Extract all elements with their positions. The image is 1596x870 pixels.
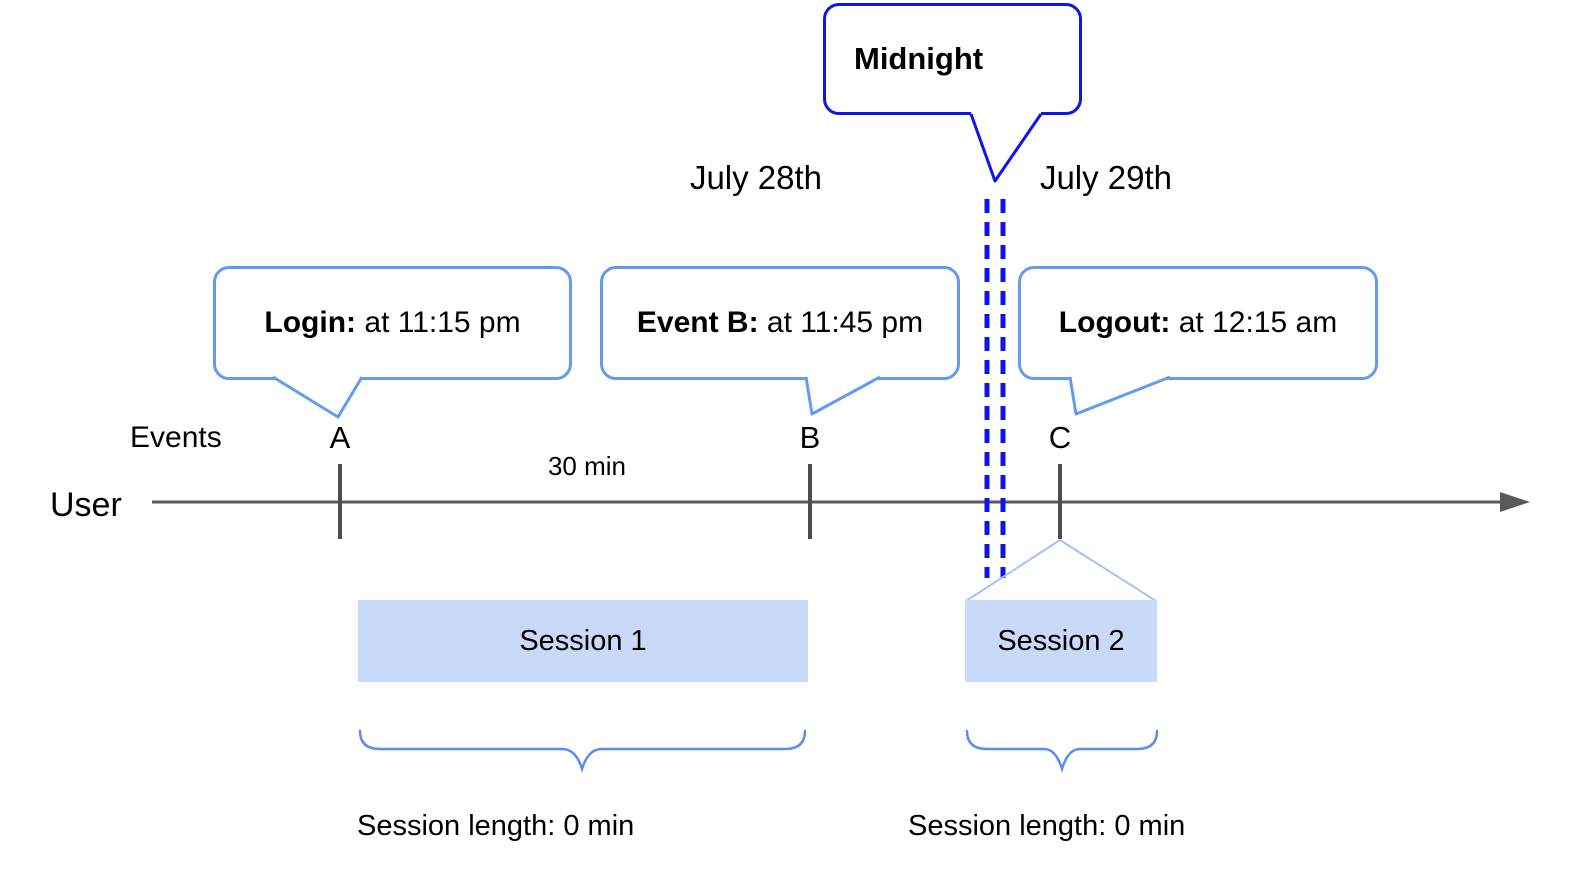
session2-label: Session 2 [997, 624, 1125, 657]
session1-brace [358, 729, 807, 774]
event-b-callout: Event B: at 11:45 pm [600, 266, 960, 380]
logout-callout: Logout: at 12:15 am [1018, 266, 1378, 380]
interval-30min-label: 30 min [547, 451, 627, 481]
login-callout: Login: at 11:15 pm [213, 266, 572, 380]
session1-length-label: Session length: 0 min [357, 810, 635, 842]
timeline-arrowhead-icon [1500, 492, 1530, 512]
event-marker-b: B [799, 420, 821, 455]
login-tail-outline [272, 375, 364, 419]
midnight-tail-fill [971, 107, 1041, 181]
session1-box: Session 1 [358, 600, 808, 682]
session2-brace [965, 729, 1159, 774]
midnight-callout-label: Midnight [854, 41, 984, 76]
date-label-july-29: July 29th [1039, 159, 1173, 196]
date-label-july-28: July 28th [689, 159, 823, 196]
session2-funnel-lines [965, 538, 1157, 602]
logout-callout-text: Logout: at 12:15 am [1058, 306, 1338, 339]
login-callout-text: Login: at 11:15 pm [264, 306, 521, 339]
event-b-tail-outline [804, 375, 881, 416]
logout-tail-outline [1068, 375, 1171, 416]
midnight-tail-outline [969, 113, 1043, 183]
session2-length-label: Session length: 0 min [908, 810, 1186, 842]
session2-box: Session 2 [965, 600, 1157, 682]
session1-label: Session 1 [519, 624, 647, 657]
events-axis-label: Events [130, 421, 222, 454]
midnight-callout: Midnight [823, 3, 1082, 115]
event-marker-a: A [329, 420, 351, 455]
event-b-callout-text: Event B: at 11:45 pm [636, 306, 924, 339]
user-axis-label: User [50, 486, 122, 524]
event-marker-c: C [1048, 420, 1072, 455]
